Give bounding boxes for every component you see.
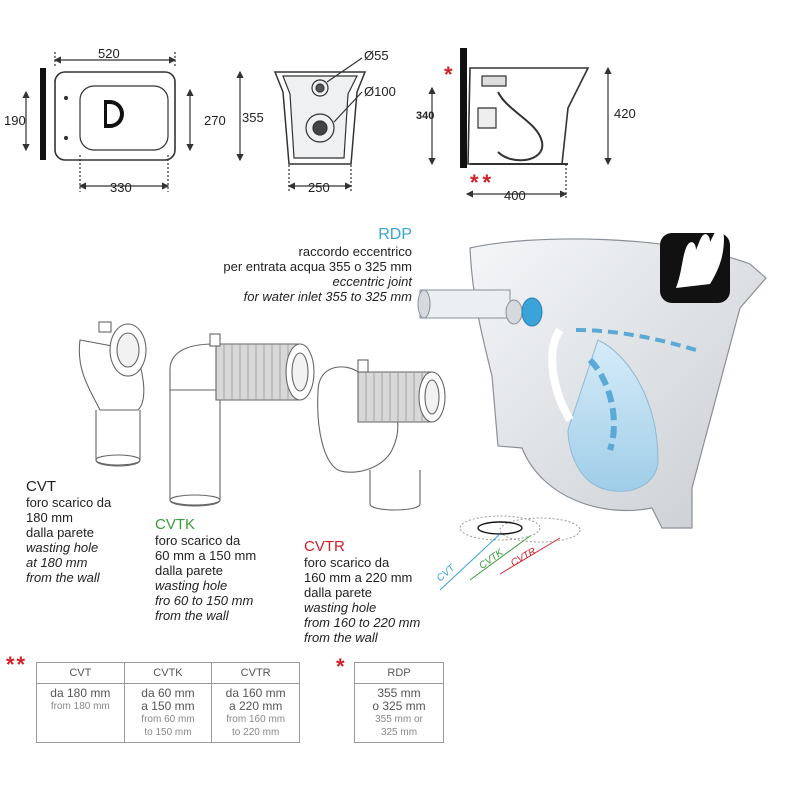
rdp-spec-table: RDP 355 mm o 325 mm 355 mm or 325 mm bbox=[354, 662, 444, 743]
cvtk-it-line1: foro scarico da bbox=[155, 533, 241, 548]
side-right-height-label: 420 bbox=[614, 106, 636, 121]
cvt-code: CVT bbox=[26, 478, 56, 495]
cvt-en-line1: wasting hole bbox=[26, 540, 99, 555]
rdp-it-line1: raccordo eccentrico bbox=[298, 244, 412, 259]
rdp-sub-1: 355 mm or bbox=[375, 714, 423, 725]
cvtr-en-line1: wasting hole bbox=[304, 600, 377, 615]
cutaway-toilet-illustration bbox=[417, 229, 767, 591]
outlet-cvtr-sub-1: from 160 mm bbox=[226, 714, 286, 725]
cvtr-it-line2: 160 mm a 220 mm bbox=[304, 570, 413, 585]
front-height-label: 355 bbox=[212, 110, 264, 125]
outlet-table-row: da 180 mm from 180 mm da 60 mm a 150 mm … bbox=[36, 683, 300, 743]
rdp-code: RDP bbox=[378, 226, 412, 243]
cvtr-code: CVTR bbox=[304, 538, 345, 555]
cvt-caption: CVT foro scarico da 180 mm dalla parete … bbox=[26, 478, 111, 585]
cvtr-it-line1: foro scarico da bbox=[304, 555, 390, 570]
side-view-drawing bbox=[428, 48, 612, 200]
outlet-cvt-sub: from 180 mm bbox=[50, 701, 110, 712]
cvtr-en-line2: from 160 to 220 mm bbox=[304, 615, 421, 630]
cvt-en-line3: from the wall bbox=[26, 570, 100, 585]
rdp-header: RDP bbox=[354, 662, 444, 684]
rear-view-drawing bbox=[273, 57, 367, 192]
outlet-header-cvtr: CVTR bbox=[211, 662, 300, 684]
rdp-main-2: o 325 mm bbox=[372, 699, 426, 713]
rdp-en-line2: for water inlet 355 to 325 mm bbox=[243, 289, 412, 304]
cvt-it-line3: dalla parete bbox=[26, 525, 94, 540]
front-inner-height-label: 270 bbox=[204, 113, 226, 128]
outlet-header-cvt: CVT bbox=[36, 662, 125, 684]
cvt-it-line1: foro scarico da bbox=[26, 495, 112, 510]
rdp-table-row: 355 mm o 325 mm 355 mm or 325 mm bbox=[354, 683, 444, 743]
side-left-height-label: 340 bbox=[416, 110, 435, 122]
outlet-cvtr-sub-2: to 220 mm bbox=[232, 727, 280, 738]
outlet-spec-table: CVT CVTK CVTR da 180 mm from 180 mm da 6… bbox=[36, 662, 300, 743]
rdp-main-1: 355 mm bbox=[377, 686, 421, 700]
rear-hole-small-label: Ø55 bbox=[364, 48, 389, 63]
rdp-it-line2: per entrata acqua 355 o 325 mm bbox=[223, 259, 412, 274]
cvtr-it-line3: dalla parete bbox=[304, 585, 372, 600]
outlet-cell-cvt: da 180 mm from 180 mm bbox=[36, 683, 125, 743]
outlet-cell-cvtr: da 160 mm a 220 mm from 160 mm to 220 mm bbox=[211, 683, 300, 743]
rdp-cell: 355 mm o 325 mm 355 mm or 325 mm bbox=[354, 683, 444, 743]
cvtk-it-line3: dalla parete bbox=[155, 563, 223, 578]
rdp-caption: RDP raccordo eccentrico per entrata acqu… bbox=[152, 226, 412, 304]
single-asterisk-marker-table: * bbox=[336, 654, 345, 679]
outlet-cvtk-main-1: da 60 mm bbox=[141, 686, 195, 700]
outlet-table-header-row: CVT CVTK CVTR bbox=[36, 662, 300, 684]
single-asterisk-marker-side: * bbox=[444, 62, 453, 87]
front-width-label: 520 bbox=[98, 46, 120, 61]
cvtk-en-line1: wasting hole bbox=[155, 578, 228, 593]
double-asterisk-marker-table: ** bbox=[6, 652, 28, 677]
cvtk-en-line3: from the wall bbox=[155, 608, 229, 623]
cvt-en-line2: at 180 mm bbox=[26, 555, 88, 570]
cvtr-en-line3: from the wall bbox=[304, 630, 378, 645]
front-view-drawing bbox=[22, 52, 244, 192]
front-bottom-label: 330 bbox=[110, 180, 132, 195]
side-bottom-label: 400 bbox=[504, 188, 526, 203]
front-left-height-label: 190 bbox=[4, 113, 26, 128]
double-asterisk-marker-side: ** bbox=[470, 170, 496, 195]
cvt-connector-drawing bbox=[78, 321, 147, 467]
cvtk-caption: CVTK foro scarico da 60 mm a 150 mm dall… bbox=[155, 516, 256, 623]
rdp-sub-2: 325 mm bbox=[380, 727, 418, 738]
outlet-cvtr-main-1: da 160 mm bbox=[225, 686, 286, 700]
rdp-table-header-row: RDP bbox=[354, 662, 444, 684]
rdp-en-line1: eccentric joint bbox=[332, 274, 412, 289]
cvtr-caption: CVTR foro scarico da 160 mm a 220 mm dal… bbox=[304, 538, 420, 645]
outlet-header-cvtk: CVTK bbox=[123, 662, 213, 684]
cvtk-it-line2: 60 mm a 150 mm bbox=[155, 548, 257, 563]
outlet-cvtk-main-2: a 150 mm bbox=[141, 699, 195, 713]
cvt-it-line2: 180 mm bbox=[26, 510, 73, 525]
outlet-cvtr-main-2: a 220 mm bbox=[228, 699, 283, 713]
outlet-cvtk-sub-1: from 60 mm bbox=[141, 714, 195, 725]
cvtk-en-line2: fro 60 to 150 mm bbox=[155, 593, 254, 608]
cvtr-connector-drawing bbox=[317, 359, 446, 511]
cvtk-connector-drawing bbox=[169, 333, 315, 507]
outlet-cvt-main: da 180 mm bbox=[50, 686, 111, 700]
outlet-cell-cvtk: da 60 mm a 150 mm from 60 mm to 150 mm bbox=[123, 683, 213, 743]
front-height-value: 355 bbox=[242, 110, 264, 125]
outlet-cvtk-sub-2: to 150 mm bbox=[144, 727, 192, 738]
rear-hole-large-label: Ø100 bbox=[364, 84, 396, 99]
cvtk-code: CVTK bbox=[155, 516, 196, 533]
rear-bottom-label: 250 bbox=[308, 180, 330, 195]
